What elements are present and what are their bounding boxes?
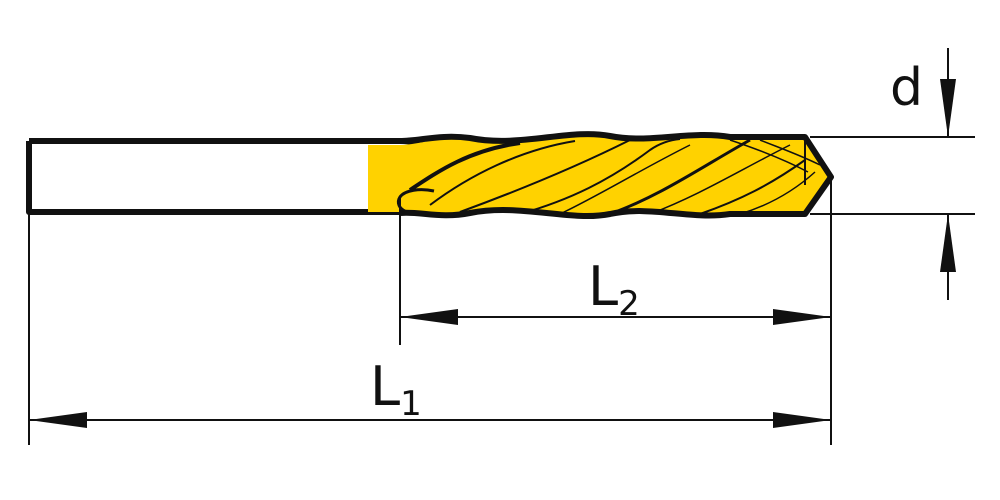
drill-flute-body: [368, 136, 830, 216]
diameter-label: d: [890, 58, 923, 118]
l2-label: L2: [588, 255, 640, 324]
l2-label-letter: L: [588, 255, 618, 318]
l1-label-subscript: 1: [400, 384, 422, 424]
l1-label-letter: L: [370, 355, 400, 418]
l1-label: L1: [370, 355, 422, 424]
drill-flute-outline: [399, 131, 834, 219]
l2-label-subscript: 2: [618, 284, 640, 324]
